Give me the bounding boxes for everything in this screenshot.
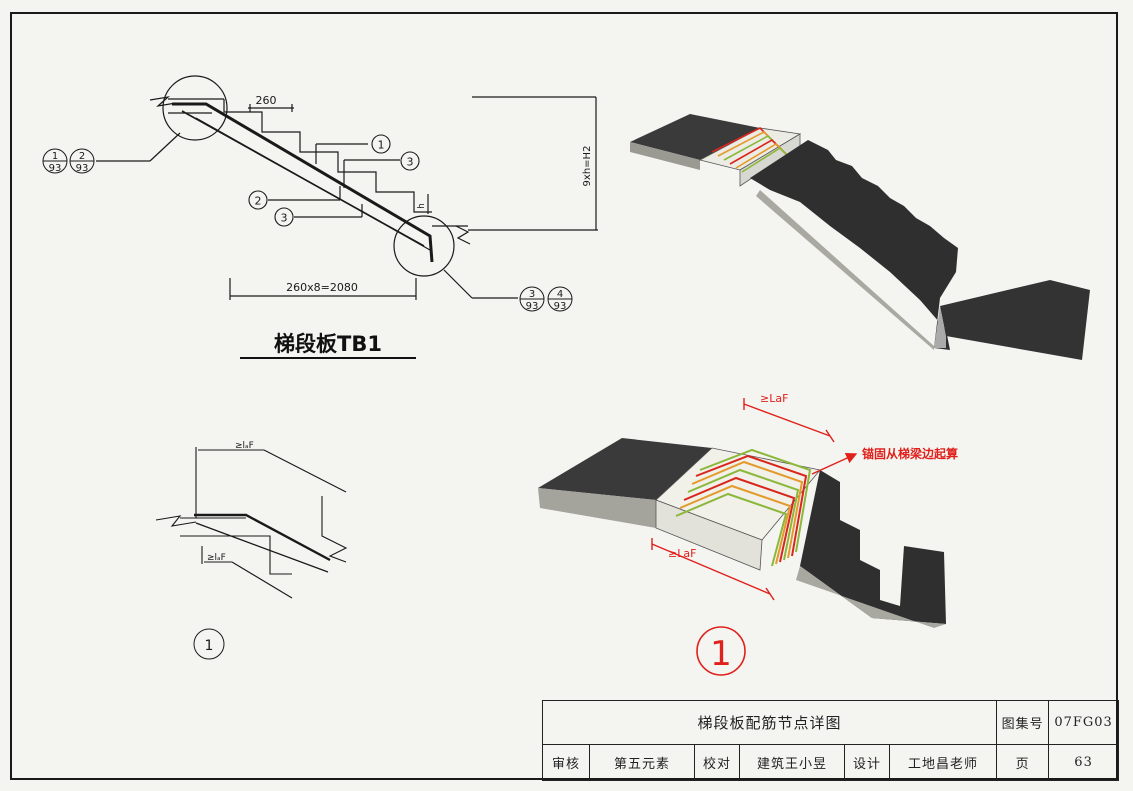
rebar-bubble-1: 1 <box>371 134 391 154</box>
svg-text:1: 1 <box>378 139 385 152</box>
iso-detail-label: 1 <box>696 626 746 676</box>
tb1-elevation <box>96 75 598 300</box>
h-dimension: h <box>417 203 427 209</box>
detail-reference-bottom: 3 93 4 93 <box>519 286 573 312</box>
rebar-bubble-3a: 3 <box>400 151 420 171</box>
svg-text:2: 2 <box>255 195 262 208</box>
iso-anchor-bottom: ≥LaF <box>668 547 696 560</box>
design-label: 设计 <box>844 744 890 781</box>
designer-name: 工地昌老师 <box>888 744 998 781</box>
svg-text:4: 4 <box>557 289 563 300</box>
iso-anchor-note: 锚固从梯梁边起算 <box>862 446 958 461</box>
checker-name: 建筑王小昱 <box>739 744 845 781</box>
rebar-bubble-2: 2 <box>248 190 268 210</box>
check-label: 校对 <box>694 744 740 781</box>
reviewer-name: 第五元素 <box>589 744 695 781</box>
step-dimension: 260 <box>256 94 277 107</box>
svg-text:93: 93 <box>526 301 539 312</box>
iso-stair-detail <box>538 398 946 628</box>
total-dimension: 260x8=2080 <box>286 281 358 294</box>
iso-anchor-top: ≥LaF <box>760 392 788 405</box>
svg-text:3: 3 <box>281 212 288 225</box>
review-label: 审核 <box>542 744 590 781</box>
svg-text:93: 93 <box>49 163 62 174</box>
svg-text:93: 93 <box>554 301 567 312</box>
detail-reference-top: 1 93 2 93 <box>42 148 95 174</box>
svg-text:93: 93 <box>76 163 89 174</box>
svg-text:3: 3 <box>529 289 535 300</box>
svg-text:1: 1 <box>205 638 214 654</box>
title-block: 梯段板配筋节点详图 图集号 07FG03 审核 第五元素 校对 建筑王小昱 设计… <box>541 700 1120 781</box>
drawing-title: 梯段板配筋节点详图 <box>541 700 998 745</box>
iso-stair-overview <box>630 114 1090 360</box>
rebar-bubble-3b: 3 <box>274 207 294 227</box>
atlas-label: 图集号 <box>996 700 1050 745</box>
detail-anchor-top: ≥lₐF <box>235 441 254 451</box>
svg-text:2: 2 <box>79 151 85 162</box>
atlas-number: 07FG03 <box>1048 700 1120 745</box>
height-dimension: 9xh=H2 <box>582 146 593 187</box>
page-label: 页 <box>996 744 1050 781</box>
tb1-title: 梯段板TB1 <box>274 332 382 356</box>
detail-anchor-bottom: ≥lₐF <box>207 553 226 563</box>
svg-text:1: 1 <box>52 151 58 162</box>
detail-1-label: 1 <box>193 628 225 660</box>
detail-1-drawing <box>155 447 348 599</box>
svg-text:1: 1 <box>710 634 732 674</box>
page-number: 63 <box>1048 744 1120 781</box>
svg-text:3: 3 <box>407 156 414 169</box>
